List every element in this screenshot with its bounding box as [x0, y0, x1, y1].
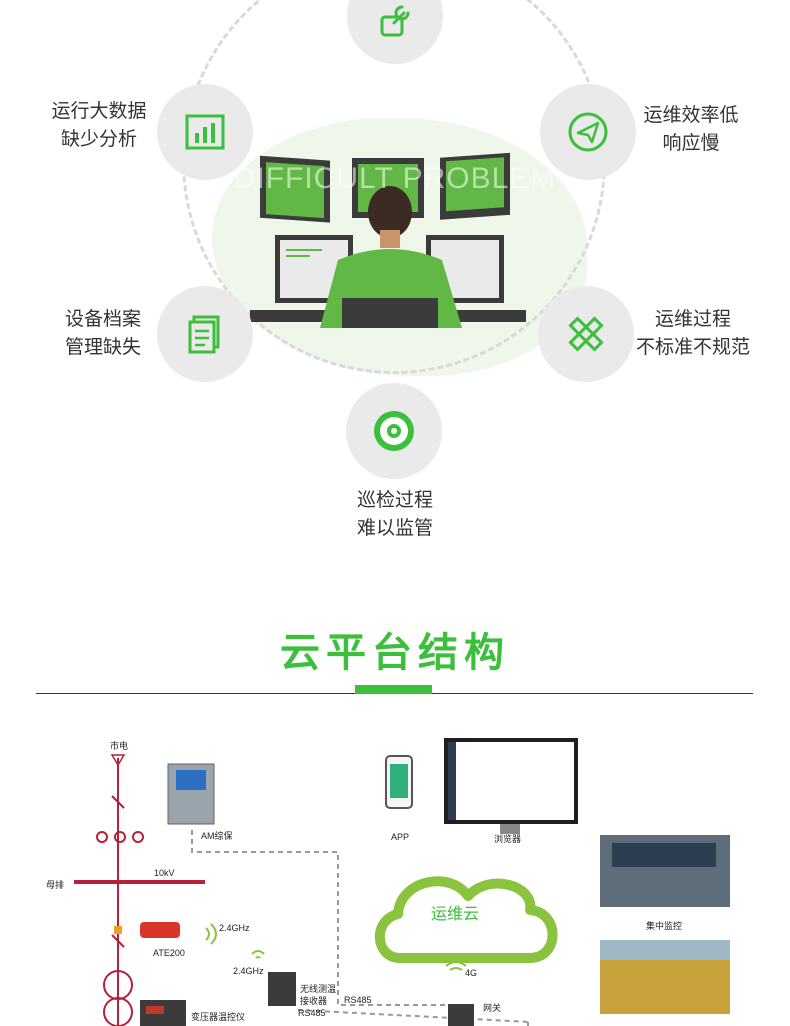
title-accent-bar	[355, 685, 432, 694]
wifi-signal-a	[205, 923, 217, 945]
dashed-links	[191, 830, 531, 1026]
current-transformers	[96, 831, 144, 843]
watermark-text: DIFFICULT PROBLEM	[233, 162, 557, 195]
node-inspection-label: 巡检过程 难以监管	[356, 490, 433, 539]
node-process-label: 运维过程 不标准不规范	[635, 309, 750, 358]
label-central-monitor: 集中监控	[646, 921, 683, 931]
label-4g: 4G	[465, 968, 478, 978]
label-freq-a: 2.4GHz	[219, 923, 250, 933]
sensor-point	[114, 926, 122, 934]
node-efficiency-label: 运维效率低 响应慢	[643, 105, 739, 154]
switch-2	[111, 934, 125, 948]
architecture-diagram	[74, 738, 730, 1026]
problems-hub: DIFFICULT PROBLEM 运行大数据 缺少分析 运维效率低 响应慢	[51, 0, 750, 539]
wifi-signal-b	[251, 950, 265, 959]
label-rs485-a: RS485	[344, 995, 372, 1005]
label-app: APP	[391, 832, 410, 842]
node-device-records-label: 设备档案 管理缺失	[64, 309, 141, 358]
section-title: 云平台结构	[280, 631, 510, 675]
cloud-shape	[374, 876, 558, 963]
protection-screen	[176, 770, 206, 790]
label-transformer: 变压器温控仪	[191, 1012, 246, 1022]
node-big-data	[157, 84, 253, 180]
phone-screen	[390, 764, 408, 798]
label-protection: AM综保	[201, 831, 233, 841]
documents-icon	[188, 315, 220, 354]
label-grid-power: 市电	[110, 741, 129, 751]
label-rs485-b: RS485	[298, 1008, 326, 1018]
photo-sky	[600, 940, 730, 960]
gateway-device	[448, 1004, 474, 1026]
pencil-ruler-icon	[568, 316, 604, 352]
temp-controller-display	[146, 1006, 164, 1014]
monitor-screen	[448, 742, 574, 820]
wrench-icon	[380, 5, 410, 37]
node-device-records	[157, 286, 253, 382]
node-big-data-label: 运行大数据 缺少分析	[51, 101, 147, 150]
bar-chart-icon	[185, 114, 225, 150]
operator-illustration	[250, 152, 526, 328]
node-process	[538, 286, 634, 382]
label-freq-b: 2.4GHz	[233, 966, 264, 976]
monitor-sidebar	[448, 742, 456, 820]
label-busbar: 母排	[46, 880, 65, 890]
node-inspection	[346, 383, 442, 479]
label-cloud: 运维云	[430, 906, 479, 923]
node-efficiency	[540, 84, 636, 180]
label-voltage: 10kV	[154, 868, 175, 878]
transformer-coil-2	[103, 997, 133, 1026]
paper-plane-icon	[568, 112, 608, 152]
monitor-stand	[500, 824, 520, 834]
receiver-device	[268, 972, 296, 1006]
label-ate200: ATE200	[153, 948, 185, 958]
ate200-sensor	[140, 922, 180, 938]
switch-1	[111, 795, 125, 809]
monitor-wall	[612, 843, 716, 867]
dashed-ring	[182, 0, 606, 374]
label-gateway: 网关	[483, 1003, 502, 1013]
grid-arrow	[110, 754, 126, 767]
target-icon	[374, 411, 414, 451]
label-browser: 浏览器	[494, 834, 522, 844]
signal-4g-icon	[445, 961, 467, 971]
label-receiver: 无线测温 接收器	[300, 984, 337, 1006]
